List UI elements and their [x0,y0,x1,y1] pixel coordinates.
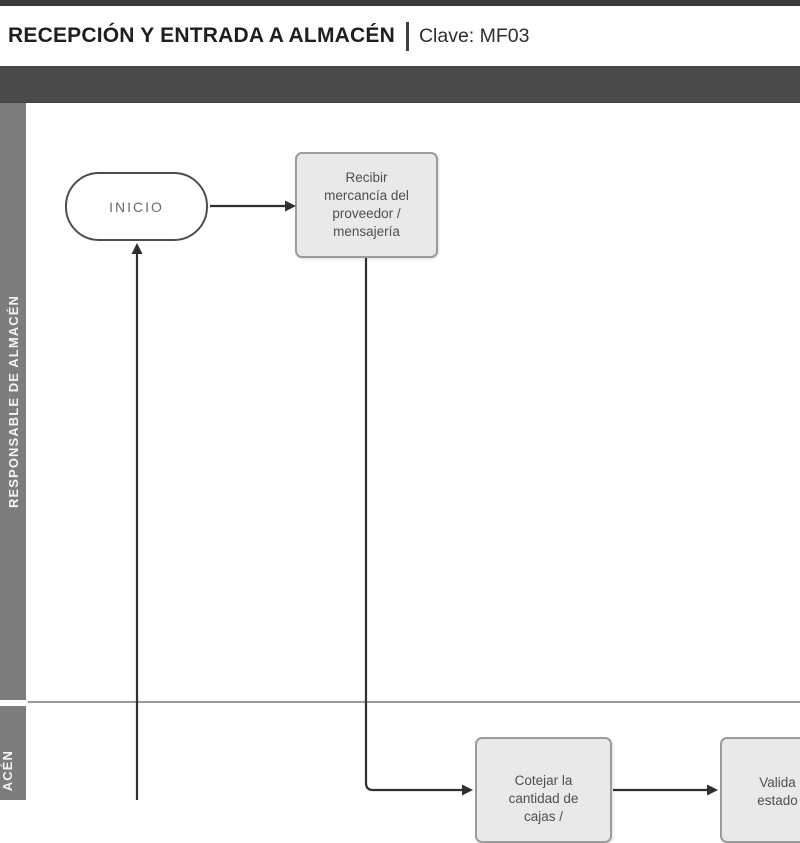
swimlane-2: ACÉN [0,706,26,800]
flow-node-recibir-mercancia[interactable]: Recibir mercancía del proveedor / mensaj… [295,152,438,258]
document-key: Clave: MF03 [418,24,530,47]
flow-node-validar-text: Valida estado [757,775,798,808]
swimlane-1-label: RESPONSABLE DE ALMACÉN [5,295,21,508]
swimlane-responsable-de-almacen: RESPONSABLE DE ALMACÉN [0,103,26,700]
page-title: RECEPCIÓN Y ENTRADA A ALMACÉN [8,24,395,47]
flow-node-cotejar-text: Cotejar la cantidad de cajas / [508,773,579,824]
title-separator [405,21,409,51]
swimlane-2-label-fragment: ACÉN [0,750,15,792]
flow-node-validar-estado[interactable]: Valida estado [720,737,800,843]
connector-inicio-to-recibir [210,200,296,212]
connector-cotejar-to-validar [613,784,718,796]
flow-node-inicio[interactable]: INICIO [65,172,208,241]
flow-node-inicio-label: INICIO [109,198,164,215]
document-header: RECEPCIÓN Y ENTRADA A ALMACÉN Clave: MF0… [0,6,800,66]
window-top-bar [0,0,800,6]
flow-node-cotejar-cantidad[interactable]: Cotejar la cantidad de cajas / [475,737,612,843]
connector-up-to-inicio [131,243,143,800]
flow-node-recibir-text: Recibir mercancía del proveedor / mensaj… [324,170,409,239]
swimlane-divider [28,701,800,703]
connector-recibir-to-cotejar [364,258,473,796]
header-band [0,66,800,103]
